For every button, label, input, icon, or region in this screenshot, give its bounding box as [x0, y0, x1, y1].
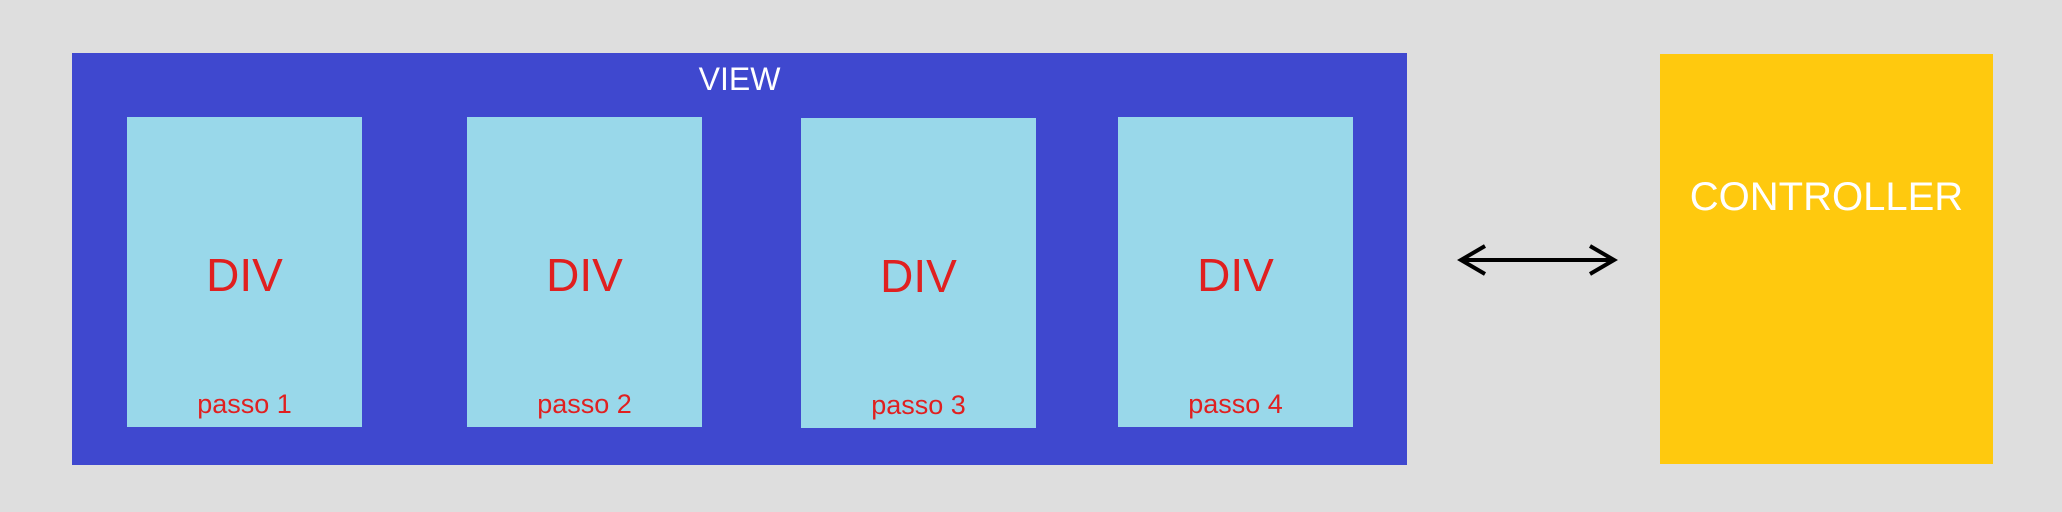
div-label: DIV [206, 249, 283, 301]
step-label: passo 3 [871, 390, 966, 420]
view-title: VIEW [698, 61, 781, 97]
div-label: DIV [546, 249, 623, 301]
div-box-4: DIV passo 4 [1118, 117, 1353, 427]
div-box-3: DIV passo 3 [801, 118, 1036, 428]
step-label: passo 2 [537, 389, 632, 419]
double-headed-arrow-icon [1457, 244, 1618, 276]
controller-box: CONTROLLER [1660, 54, 1993, 464]
div-box-1: DIV passo 1 [127, 117, 362, 427]
div-box-2: DIV passo 2 [467, 117, 702, 427]
div-label: DIV [880, 250, 957, 302]
step-label: passo 4 [1188, 389, 1283, 419]
view-container: VIEW DIV passo 1 DIV passo 2 DIV passo 3… [72, 53, 1407, 465]
step-label: passo 1 [197, 389, 292, 419]
controller-label: CONTROLLER [1689, 175, 1964, 219]
div-label: DIV [1197, 249, 1274, 301]
